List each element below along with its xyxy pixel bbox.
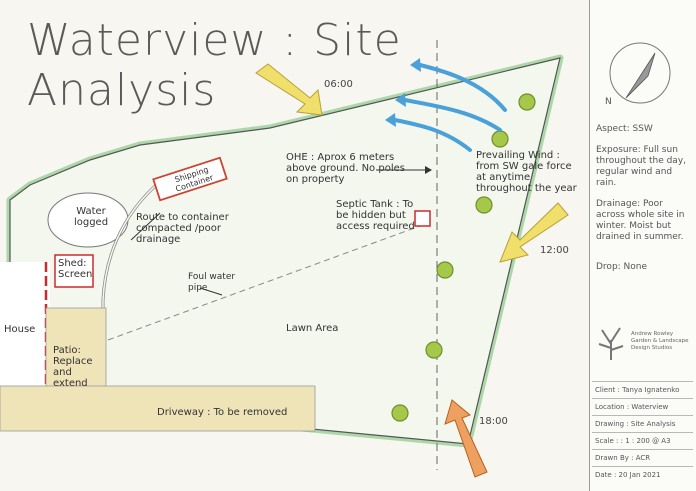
drawing-row: Drawing : Site Analysis (592, 415, 693, 432)
wind-arrowheads (385, 58, 421, 127)
foul-water-pipe-label: Foul water pipe (188, 272, 236, 293)
time-1200: 12:00 (540, 245, 569, 256)
shed (54, 254, 94, 288)
sun-arrow-evening (444, 399, 488, 478)
patio-label: Patio: Replace and extend (53, 345, 93, 389)
drainage-text: Drainage: Poor across whole site in wint… (596, 199, 685, 242)
location-row: Location : Waterview (592, 398, 693, 415)
scale-row: Scale : : 1 : 200 @ A3 (592, 432, 693, 449)
north-arrow-icon (625, 52, 656, 99)
studio-logo-text: Andrew Rowley Garden & Landscape Design … (631, 331, 689, 351)
driveway-label: Driveway : To be removed (157, 407, 288, 418)
time-1800: 18:00 (479, 416, 508, 427)
exposure-text: Exposure: Full sun throughout the day, r… (596, 145, 687, 188)
aspect-text: Aspect: SSW (596, 124, 653, 134)
leader-lines (130, 169, 425, 296)
sun-arrow-morning (255, 63, 323, 116)
title-line-2: Analysis (27, 65, 217, 116)
house (0, 262, 50, 394)
sun-arrow-midday (499, 202, 569, 263)
title-line-1: Waterview : Site (27, 15, 402, 66)
ohe-label: OHE : Aprox 6 meters above ground. No po… (286, 152, 405, 185)
water-logged-label: Water logged (73, 206, 109, 228)
house-label: House (4, 324, 36, 335)
septic-tank (414, 210, 431, 227)
time-0600: 06:00 (324, 79, 353, 90)
studio-logo (598, 327, 624, 360)
patio (45, 307, 107, 397)
site-plan (0, 40, 569, 478)
shed-label: Shed: Screen (58, 258, 93, 280)
wind-arrows (393, 63, 507, 152)
date-row: Date : 20 Jan 2021 (592, 466, 693, 483)
route-label: Route to container compacted /poor drain… (136, 212, 229, 245)
lawn-area-label: Lawn Area (286, 323, 339, 334)
shipping-container (152, 156, 228, 202)
foul-water-pipe-line (107, 225, 421, 341)
client-row: Client : Tanya Ignatenko (592, 381, 693, 398)
north-compass (609, 42, 671, 104)
north-label: N (605, 97, 612, 107)
driveway (0, 385, 316, 432)
septic-tank-label: Septic Tank : To be hidden but access re… (336, 199, 415, 232)
drop-text: Drop: None (596, 262, 648, 272)
prevailing-wind-label: Prevailing Wind : from SW gale force at … (476, 150, 577, 194)
drawn-by-row: Drawn By : ACR (592, 449, 693, 466)
